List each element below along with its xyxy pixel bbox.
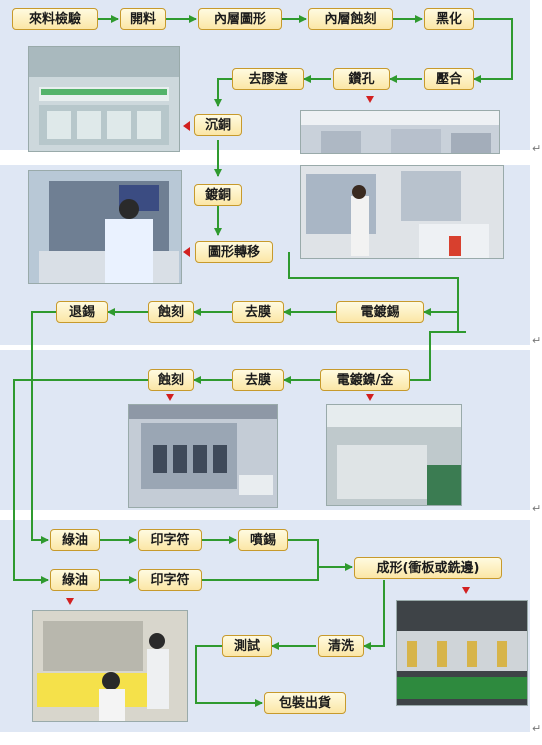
- photo-inner-layer-line: [28, 46, 180, 152]
- step-tin-plating: 電鍍錫: [336, 301, 424, 323]
- step-inner-layer-etch: 內層蝕刻: [308, 8, 393, 30]
- step-etch-2: 蝕刻: [148, 369, 194, 391]
- step-strip-tin: 退錫: [56, 301, 108, 323]
- step-strip-film-2: 去膜: [232, 369, 284, 391]
- step-solder-mask-1: 綠油: [50, 529, 100, 551]
- step-copper-plating: 鍍銅: [194, 184, 242, 206]
- photo-copper-operator: [28, 170, 182, 284]
- photo-solder-mask-room: [32, 610, 188, 722]
- step-electroless-copper: 沉銅: [194, 114, 242, 136]
- step-strip-film-1: 去膜: [232, 301, 284, 323]
- step-cutting: 開料: [120, 8, 166, 30]
- photo-etching-machine: [128, 404, 278, 508]
- step-desmear: 去膠渣: [232, 68, 304, 90]
- step-packing-shipping: 包裝出貨: [264, 692, 346, 714]
- step-drilling: 鑽孔: [333, 68, 390, 90]
- step-blackening: 黑化: [424, 8, 474, 30]
- step-cleaning: 清洗: [318, 635, 364, 657]
- step-hasl: 噴錫: [238, 529, 288, 551]
- step-nickel-gold-plating: 電鍍鎳/金: [320, 369, 410, 391]
- paragraph-mark-4: ↵: [532, 722, 542, 735]
- photo-plating-line: [326, 404, 462, 506]
- step-testing: 測試: [222, 635, 272, 657]
- photo-drilling-room: [300, 110, 500, 154]
- photo-routing-machine: [396, 600, 528, 706]
- paragraph-mark-2: ↵: [532, 334, 542, 347]
- step-solder-mask-2: 綠油: [50, 569, 100, 591]
- step-inner-layer-pattern: 內層圖形: [198, 8, 282, 30]
- paragraph-mark-1: ↵: [532, 142, 542, 155]
- step-incoming-inspection: 來料檢驗: [12, 8, 98, 30]
- photo-exposure-room: [300, 165, 504, 259]
- step-etch-1: 蝕刻: [148, 301, 194, 323]
- step-routing: 成形(衝板或銑邊): [354, 557, 502, 579]
- step-lamination: 壓合: [424, 68, 474, 90]
- step-pattern-transfer: 圖形轉移: [195, 241, 273, 263]
- paragraph-mark-3: ↵: [532, 502, 542, 515]
- step-legend-print-1: 印字符: [138, 529, 202, 551]
- step-legend-print-2: 印字符: [138, 569, 202, 591]
